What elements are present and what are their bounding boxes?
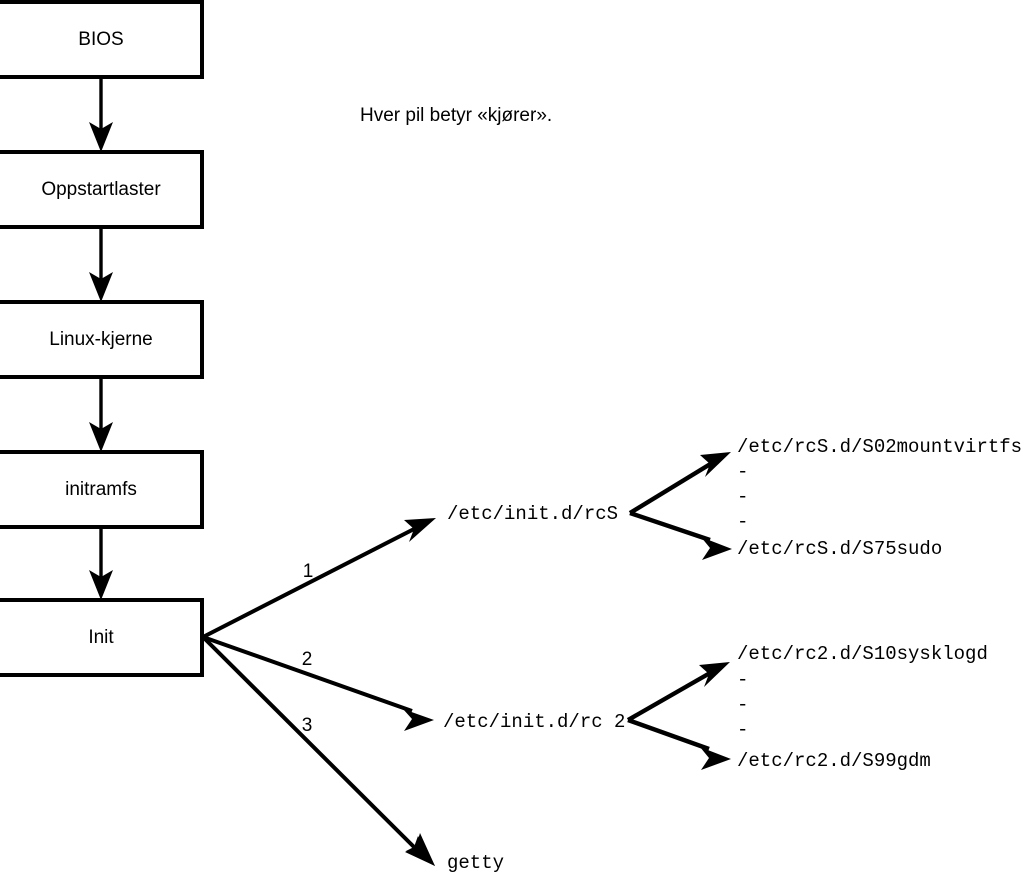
arrowhead-icon: [699, 662, 730, 687]
branch-2-target-label: /etc/init.d/rc 2: [443, 711, 625, 733]
branch-1-number: 1: [303, 561, 314, 582]
node-kernel-box: [0, 300, 204, 379]
arrow-bootloader-to-kernel: [89, 227, 113, 302]
node-init-label: Init: [88, 627, 114, 648]
node-bootloader: Oppstartlaster: [0, 150, 204, 229]
arrow-initramfs-to-init: [89, 527, 113, 600]
rc2-ellipsis-dash: -: [737, 719, 748, 741]
rc2-last-script-label: /etc/rc2.d/S99gdm: [737, 750, 931, 772]
rc2-scripts-group: /etc/rc2.d/S10sysklogd - - - /etc/rc2.d/…: [626, 643, 988, 772]
node-bios-label: BIOS: [78, 29, 123, 50]
node-bios: BIOS: [0, 0, 204, 79]
branch-3-number: 3: [302, 715, 313, 736]
rc2-first-script-label: /etc/rc2.d/S10sysklogd: [737, 643, 988, 665]
rcs-ellipsis-dash: -: [737, 461, 748, 483]
arrow-kernel-to-initramfs: [89, 377, 113, 452]
init-branches-group: 1 /etc/init.d/rcS 2 /etc/init.d/rc 2 3 g…: [201, 503, 625, 874]
arrow-bios-to-bootloader: [89, 77, 113, 152]
node-initramfs: initramfs: [0, 450, 204, 529]
arrowhead-icon: [89, 122, 113, 152]
node-initramfs-box: [0, 450, 204, 529]
node-initramfs-label: initramfs: [65, 479, 137, 500]
rc2-ellipsis-dash: -: [737, 669, 748, 691]
arrowhead-icon: [89, 272, 113, 302]
arrowhead-icon: [405, 833, 435, 866]
arrowhead-icon: [89, 570, 113, 600]
node-bios-box: [0, 0, 204, 79]
branch-1-target-label: /etc/init.d/rcS: [447, 503, 618, 525]
rcs-first-script-label: /etc/rcS.d/S02mountvirtfs: [737, 436, 1022, 458]
branch-3: 3 getty: [201, 635, 504, 874]
node-init-box: [0, 598, 204, 677]
branch-2-number: 2: [302, 649, 313, 670]
arrowhead-icon: [701, 537, 732, 560]
boot-chain-group: BIOS Oppstartlaster Linux-kjerne initram…: [0, 0, 204, 677]
rcs-scripts-group: /etc/rcS.d/S02mountvirtfs - - - /etc/rcS…: [628, 436, 1022, 560]
arrowhead-icon: [404, 518, 436, 542]
branch-1: 1 /etc/init.d/rcS: [202, 503, 618, 639]
arrowhead-icon: [700, 747, 731, 770]
arrowhead-icon: [89, 422, 113, 452]
arrowhead-icon: [700, 452, 731, 477]
node-kernel: Linux-kjerne: [0, 300, 204, 379]
rcs-last-script-label: /etc/rcS.d/S75sudo: [737, 538, 942, 560]
node-bootloader-box: [0, 150, 204, 229]
node-bootloader-label: Oppstartlaster: [41, 179, 161, 200]
node-kernel-label: Linux-kjerne: [49, 329, 153, 350]
rc2-ellipsis-dash: -: [737, 694, 748, 716]
branch-2: 2 /etc/init.d/rc 2: [202, 635, 625, 733]
node-init: Init: [0, 598, 204, 677]
rcs-ellipsis-dash: -: [737, 511, 748, 533]
diagram-caption: Hver pil betyr «kjører».: [360, 105, 552, 126]
branch-3-target-label: getty: [447, 852, 504, 874]
arrowhead-icon: [403, 709, 434, 731]
rcs-ellipsis-dash: -: [737, 486, 748, 508]
